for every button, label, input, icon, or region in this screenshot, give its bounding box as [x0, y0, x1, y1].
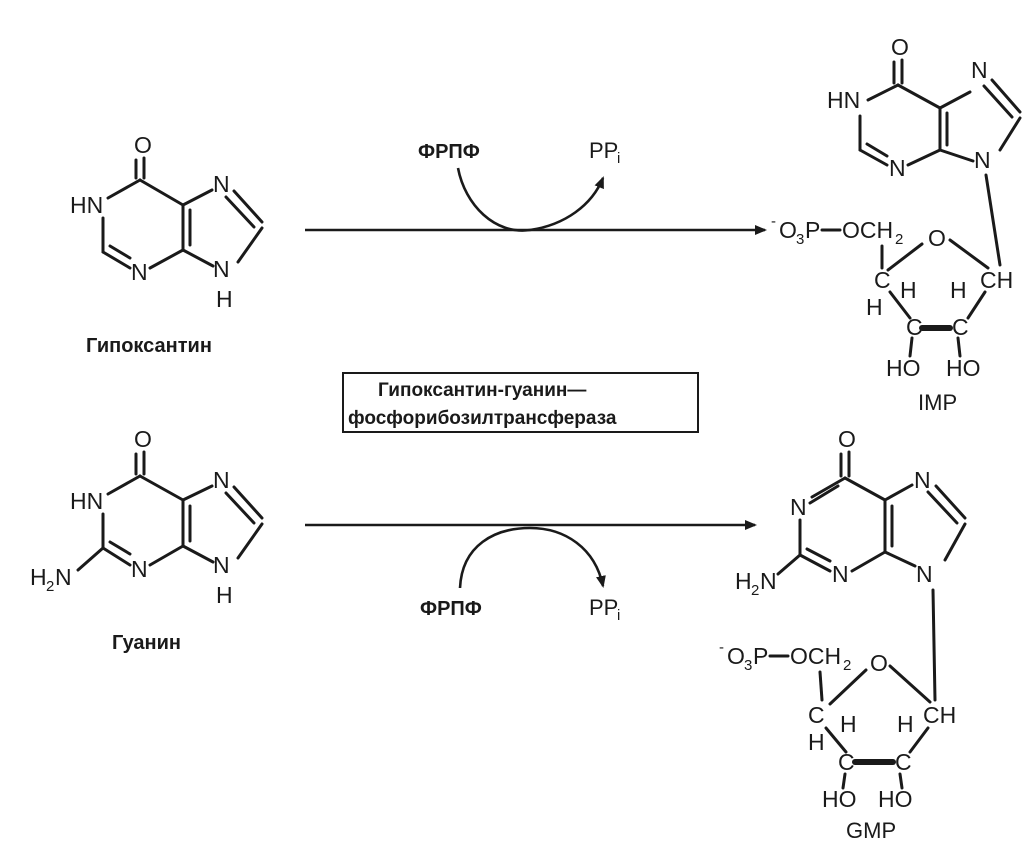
- atom-c: C: [838, 749, 855, 775]
- gmp-structure: O N H 2 N N N N - O 3 P OCH 2 O: [719, 426, 967, 843]
- atom-n: N: [914, 467, 931, 493]
- phos-och-sub: 2: [895, 231, 903, 248]
- atom-h: H: [216, 286, 233, 312]
- atom-n: N: [916, 561, 933, 587]
- enzyme-line-2: фосфорибозилтрансфераза: [348, 408, 617, 429]
- atom-o: O: [134, 426, 152, 452]
- atom-hn: HN: [70, 192, 103, 218]
- atom-n: N: [832, 561, 849, 587]
- enzyme-line-1: Гипоксантин-гуанин—: [378, 380, 586, 401]
- atom-ch: CH: [923, 702, 956, 728]
- atom-h2n: H: [735, 568, 752, 594]
- atom-h: H: [840, 711, 857, 737]
- atom-nh: N: [213, 256, 230, 282]
- atom-n: N: [974, 147, 991, 173]
- atom-h: H: [900, 277, 917, 303]
- enzyme-box: Гипоксантин-гуанин— фосфорибозилтрансфер…: [342, 372, 699, 433]
- atom-n: N: [889, 155, 906, 181]
- atom-n: N: [971, 57, 988, 83]
- atom-n: N: [131, 259, 148, 285]
- atom-c: C: [952, 314, 969, 340]
- atom-nh: N: [213, 552, 230, 578]
- atom-h: H: [216, 582, 233, 608]
- atom-n: N: [213, 171, 230, 197]
- phos-o: O: [727, 643, 745, 669]
- atom-ho: HO: [822, 786, 857, 812]
- byproduct-label-top: PP: [589, 138, 618, 163]
- atom-minus: -: [719, 639, 724, 656]
- guanine-structure: O HN H 2 N N N N H Гуанин: [30, 426, 264, 654]
- reaction-arrow-top: ФРПФ PP i: [305, 138, 767, 235]
- phos-sub: 3: [744, 657, 752, 674]
- ring-o: O: [928, 225, 946, 251]
- atom-h2n: H: [30, 564, 47, 590]
- atom-ch: CH: [980, 267, 1013, 293]
- atom-ho: HO: [886, 355, 921, 381]
- atom-hn: HN: [827, 87, 860, 113]
- atom-c: C: [808, 702, 825, 728]
- cosubstrate-label-bottom: ФРПФ: [420, 598, 482, 620]
- atom-n: N: [213, 467, 230, 493]
- phos-och: OCH: [842, 217, 893, 243]
- atom-h2n-sub: 2: [751, 582, 759, 599]
- atom-h: H: [950, 277, 967, 303]
- atom-o: O: [838, 426, 856, 452]
- atom-o: O: [134, 132, 152, 158]
- phos-och: OCH: [790, 643, 841, 669]
- phos-p: P: [753, 643, 768, 669]
- compound-name-gmp: GMP: [846, 818, 896, 843]
- phos-p: P: [805, 217, 820, 243]
- reaction-arrow-bottom: ФРПФ PP i: [305, 520, 757, 624]
- atom-h: H: [866, 294, 883, 320]
- phos-sub: 3: [796, 231, 804, 248]
- atom-c: C: [874, 267, 891, 293]
- byproduct-sub-bottom: i: [617, 607, 620, 624]
- cosubstrate-label-top: ФРПФ: [418, 141, 480, 163]
- imp-structure: O HN N N N - O 3 P OCH 2 O C CH H: [771, 34, 1022, 415]
- phos-o: O: [779, 217, 797, 243]
- atom-ho: HO: [878, 786, 913, 812]
- atom-n: N: [131, 556, 148, 582]
- atom-h2n-n: N: [55, 564, 72, 590]
- ring-o: O: [870, 650, 888, 676]
- atom-o: O: [891, 34, 909, 60]
- atom-hn: HN: [70, 488, 103, 514]
- atom-minus: -: [771, 213, 776, 230]
- compound-name-imp: IMP: [918, 390, 957, 415]
- atom-ho: HO: [946, 355, 981, 381]
- atom-n: N: [790, 494, 807, 520]
- compound-name-hypoxanthine: Гипоксантин: [86, 335, 212, 357]
- atom-c: C: [895, 749, 912, 775]
- atom-h2n-sub: 2: [46, 578, 54, 595]
- atom-h: H: [808, 729, 825, 755]
- compound-name-guanine: Гуанин: [112, 632, 181, 654]
- atom-h2n-n: N: [760, 568, 777, 594]
- byproduct-sub-top: i: [617, 150, 620, 167]
- hypoxanthine-structure: O HN N N N H Гипоксантин: [70, 132, 264, 357]
- atom-h: H: [897, 711, 914, 737]
- phos-och-sub: 2: [843, 657, 851, 674]
- byproduct-label-bottom: PP: [589, 595, 618, 620]
- atom-c: C: [906, 314, 923, 340]
